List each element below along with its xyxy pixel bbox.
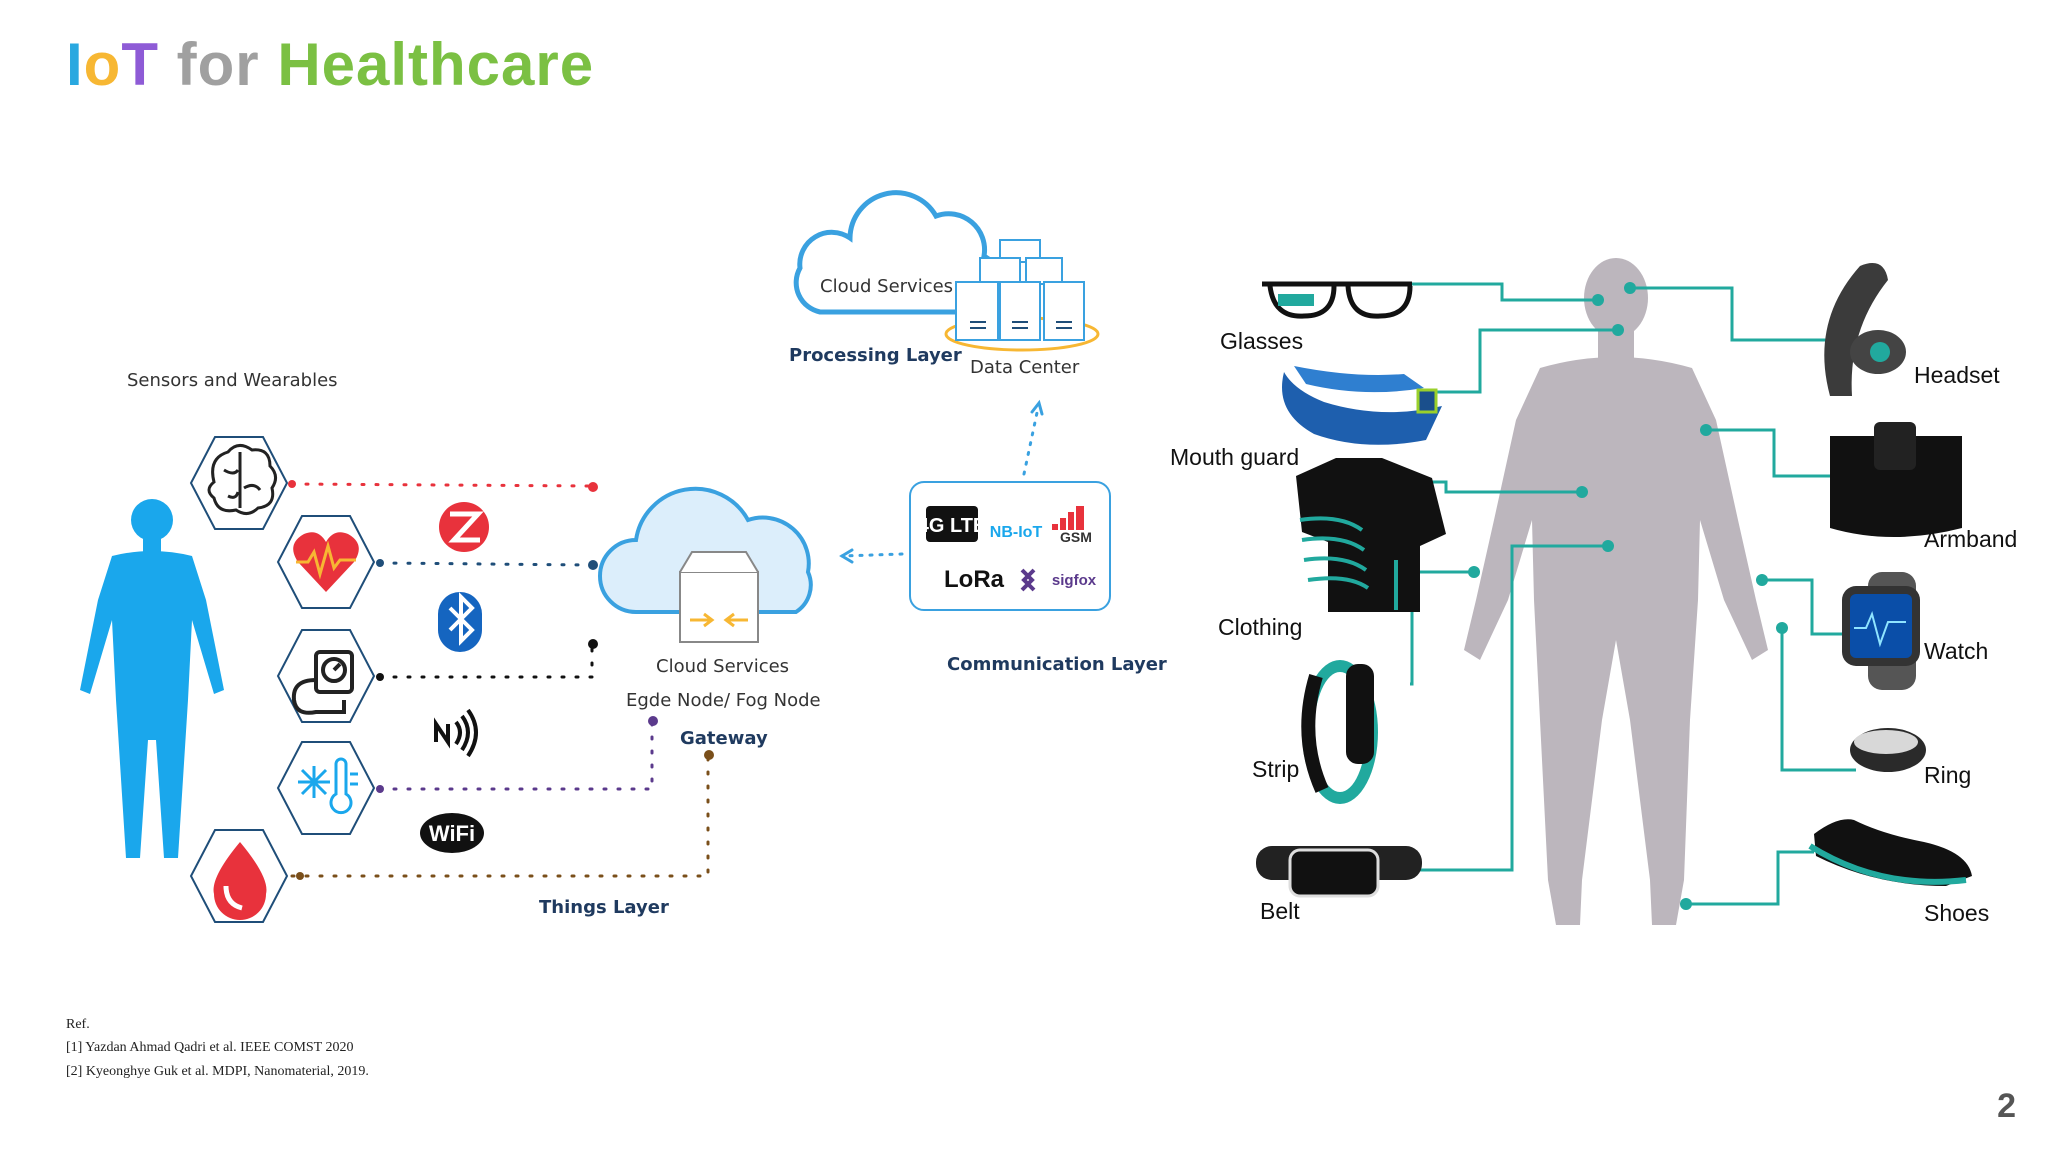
temp-sensor-hex bbox=[276, 741, 376, 835]
data-center-label: Data Center bbox=[970, 357, 1080, 378]
gateway-cloud-label: Cloud Services bbox=[656, 656, 790, 677]
title-healthcare: Healthcare bbox=[277, 31, 595, 98]
communication-layer-title: Communication Layer bbox=[947, 654, 1167, 675]
wearable-label-armband: Armband bbox=[1924, 526, 2018, 552]
processing-cloud-label: Cloud Services bbox=[820, 276, 954, 297]
title-letter-t: T bbox=[121, 31, 159, 98]
communication-tech-icons: 4G LTE NB-IoT GSM LoRa sigfox bbox=[918, 506, 1097, 593]
human-body-icon bbox=[1464, 258, 1768, 925]
shoes-icon bbox=[1808, 819, 1972, 886]
headset-icon bbox=[1824, 263, 1906, 396]
sigfox-label: sigfox bbox=[1052, 572, 1097, 589]
clothing-icon bbox=[1296, 458, 1446, 612]
heart-sensor-hex bbox=[276, 515, 376, 609]
nfc-icon bbox=[434, 708, 478, 758]
title-letter-i: I bbox=[66, 31, 84, 98]
brain-sensor-hex bbox=[189, 436, 289, 530]
ring-icon bbox=[1850, 728, 1926, 772]
belt-icon bbox=[1256, 846, 1422, 898]
sensors-heading: Sensors and Wearables bbox=[127, 370, 338, 391]
lora-label: LoRa bbox=[944, 566, 1005, 593]
link-dots bbox=[1468, 282, 1788, 910]
wearable-label-ring: Ring bbox=[1924, 762, 1972, 788]
gsm-label: GSM bbox=[1060, 529, 1092, 545]
thermometer-icon bbox=[298, 757, 358, 815]
wearable-label-shoes: Shoes bbox=[1924, 900, 1990, 926]
reference-item: [2] Kyeonghye Guk et al. MDPI, Nanomater… bbox=[66, 1064, 369, 1079]
fog-node-label: Egde Node/ Fog Node bbox=[626, 690, 821, 711]
title-for: for bbox=[176, 31, 260, 98]
wearable-label-headset: Headset bbox=[1914, 362, 2000, 388]
data-center-icon bbox=[944, 239, 1100, 352]
gateway-title: Gateway bbox=[680, 728, 768, 749]
references-heading: Ref. bbox=[66, 1017, 90, 1032]
bp-sensor-hex bbox=[276, 629, 376, 723]
blood-sensor-hex bbox=[189, 829, 289, 923]
gsm-icon bbox=[1052, 506, 1084, 530]
reference-item: [1] Yazdan Ahmad Qadri et al. IEEE COMST… bbox=[66, 1040, 354, 1055]
sensor-links bbox=[290, 482, 710, 878]
link-endpoints bbox=[288, 480, 714, 880]
gateway-cloud-icon bbox=[598, 486, 813, 643]
gateway-comm-link bbox=[839, 548, 904, 564]
wearable-label-strip: Strip bbox=[1252, 756, 1300, 782]
comm-processing-link bbox=[1022, 399, 1044, 476]
wearable-label-belt: Belt bbox=[1260, 898, 1300, 924]
blood-pressure-icon bbox=[291, 650, 354, 715]
zigbee-icon bbox=[439, 502, 489, 552]
wifi-icon: WiFi bbox=[420, 813, 484, 853]
wearable-label-mouth-guard: Mouth guard bbox=[1170, 444, 1300, 470]
lte-icon bbox=[926, 506, 978, 542]
heart-rate-icon bbox=[293, 532, 359, 592]
strip-icon bbox=[1301, 660, 1378, 804]
title-letter-o: o bbox=[83, 31, 122, 98]
bluetooth-icon bbox=[438, 592, 482, 652]
sigfox-icon bbox=[1020, 568, 1036, 592]
blood-drop-icon bbox=[213, 842, 267, 920]
mouth-guard-icon bbox=[1282, 366, 1442, 445]
brain-icon bbox=[207, 444, 277, 515]
svg-text:WiFi: WiFi bbox=[429, 821, 475, 846]
wearable-label-glasses: Glasses bbox=[1220, 328, 1304, 354]
wearable-label-watch: Watch bbox=[1924, 638, 1989, 664]
title-iot: IoT bbox=[66, 31, 159, 98]
page-number: 2 bbox=[1997, 1087, 2016, 1125]
things-layer-title: Things Layer bbox=[539, 897, 669, 918]
nbiot-label: NB-IoT bbox=[990, 524, 1043, 541]
lte-label: 4G LTE bbox=[918, 515, 987, 537]
wearable-label-clothing: Clothing bbox=[1218, 614, 1303, 640]
watch-icon bbox=[1842, 572, 1920, 690]
sensor-hexagons bbox=[189, 436, 376, 923]
glasses-icon bbox=[1262, 281, 1413, 319]
page-title: IoT for Healthcare bbox=[66, 30, 594, 99]
human-silhouette-icon bbox=[80, 499, 224, 858]
processing-layer-title: Processing Layer bbox=[789, 345, 962, 366]
armband-icon bbox=[1830, 422, 1962, 537]
